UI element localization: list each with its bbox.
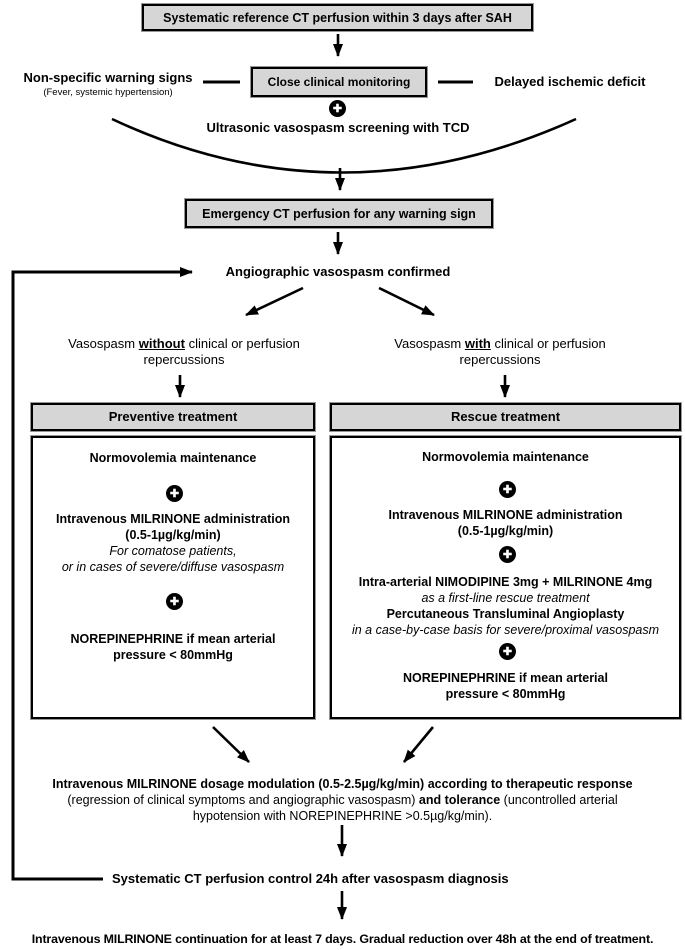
ischemic-deficit-label: Delayed ischemic deficit bbox=[494, 74, 646, 89]
preventive-normovolemia: Normovolemia maintenance bbox=[89, 451, 257, 465]
continuation-label: Intravenous MILRINONE continuation for a… bbox=[31, 932, 654, 946]
modulation-line1: Intravenous MILRINONE dosage modulation … bbox=[52, 777, 633, 791]
modulation-paragraph: Intravenous MILRINONE dosage modulation … bbox=[0, 776, 685, 824]
preventive-norepinephrine2: pressure < 80mmHg bbox=[113, 648, 233, 662]
ct-control-label: Systematic CT perfusion control 24h afte… bbox=[112, 871, 509, 886]
rescue-note1: as a first-line rescue treatment bbox=[421, 591, 590, 605]
feedback-loop-line bbox=[11, 267, 193, 881]
reference-ct-label: Systematic reference CT perfusion within… bbox=[163, 10, 512, 25]
branch-without-suffix: clinical or perfusion bbox=[184, 336, 300, 351]
emergency-ct-box: Emergency CT perfusion for any warning s… bbox=[185, 199, 493, 228]
branch-without-line1: Vasospasm without clinical or perfusion bbox=[68, 336, 300, 352]
modulation-line2-bold: and tolerance bbox=[418, 793, 501, 807]
branch-without-prefix: Vasospasm bbox=[68, 336, 139, 351]
rescue-norepinephrine1: NOREPINEPHRINE if mean arterial bbox=[403, 671, 608, 685]
branch-without-line2: repercussions bbox=[143, 352, 225, 367]
monitoring-box: Close clinical monitoring bbox=[251, 67, 427, 97]
plus-icon: ✚ bbox=[329, 100, 346, 117]
preventive-header: Preventive treatment bbox=[31, 403, 315, 431]
modulation-line2-regular1: (regression of clinical symptoms and ang… bbox=[67, 793, 419, 807]
emergency-ct-label: Emergency CT perfusion for any warning s… bbox=[202, 206, 476, 221]
branch-without-label: Vasospasm without clinical or perfusion … bbox=[68, 336, 300, 368]
vasospasm-confirmed-label: Angiographic vasospasm confirmed bbox=[225, 264, 451, 279]
plus-icon: ✚ bbox=[499, 643, 516, 660]
preventive-title: Preventive treatment bbox=[108, 409, 238, 424]
rescue-norepinephrine2: pressure < 80mmHg bbox=[445, 687, 566, 701]
branch-with-line2: repercussions bbox=[459, 352, 541, 367]
preventive-dose: (0.5-1µg/kg/min) bbox=[125, 528, 221, 542]
plus-icon: ✚ bbox=[499, 546, 516, 563]
arrow-confirmed-to-left-branch bbox=[245, 286, 304, 317]
rescue-dose: (0.5-1µg/kg/min) bbox=[457, 524, 554, 538]
branch-with-keyword: with bbox=[464, 336, 491, 351]
branch-with-label: Vasospasm with clinical or perfusion rep… bbox=[394, 336, 605, 368]
preventive-note2: or in cases of severe/diffuse vasospasm bbox=[61, 560, 285, 574]
modulation-line2: (regression of clinical symptoms and ang… bbox=[0, 792, 685, 808]
reference-ct-box: Systematic reference CT perfusion within… bbox=[142, 4, 533, 31]
branch-with-suffix: clinical or perfusion bbox=[490, 336, 606, 351]
plus-icon: ✚ bbox=[499, 481, 516, 498]
screening-arc bbox=[111, 117, 577, 174]
rescue-title: Rescue treatment bbox=[450, 409, 561, 424]
rescue-angioplasty: Percutaneous Transluminal Angioplasty bbox=[386, 607, 625, 621]
rescue-milrinone: Intravenous MILRINONE administration bbox=[388, 508, 623, 522]
warning-signs-label: Non-specific warning signs bbox=[23, 70, 193, 85]
tcd-screening-label: Ultrasonic vasospasm screening with TCD bbox=[206, 120, 470, 135]
rescue-note2: in a case-by-case basis for severe/proxi… bbox=[351, 623, 660, 637]
preventive-milrinone: Intravenous MILRINONE administration bbox=[55, 512, 291, 526]
modulation-line3: hypotension with NOREPINEPHRINE >0.5µg/k… bbox=[192, 809, 493, 823]
rescue-normovolemia: Normovolemia maintenance bbox=[422, 450, 589, 464]
preventive-body: Normovolemia maintenance ✚ Intravenous M… bbox=[31, 436, 315, 719]
branch-with-line1: Vasospasm with clinical or perfusion bbox=[394, 336, 605, 352]
arrow-confirmed-to-right-branch bbox=[378, 286, 435, 317]
arrow-preventive-to-modulation bbox=[212, 726, 250, 763]
plus-icon: ✚ bbox=[166, 593, 183, 610]
modulation-line2-regular2: (uncontrolled arterial bbox=[500, 793, 618, 807]
rescue-body: Normovolemia maintenance ✚ Intravenous M… bbox=[330, 436, 681, 719]
rescue-header: Rescue treatment bbox=[330, 403, 681, 431]
rescue-intraarterial: Intra-arterial NIMODIPINE 3mg + MILRINON… bbox=[358, 575, 653, 589]
preventive-note1: For comatose patients, bbox=[109, 544, 237, 558]
branch-with-prefix: Vasospasm bbox=[394, 336, 465, 351]
branch-without-keyword: without bbox=[138, 336, 185, 351]
preventive-norepinephrine1: NOREPINEPHRINE if mean arterial bbox=[70, 632, 276, 646]
warning-signs-sublabel: (Fever, systemic hypertension) bbox=[43, 87, 173, 98]
arrow-rescue-to-modulation bbox=[402, 726, 435, 763]
monitoring-label: Close clinical monitoring bbox=[267, 74, 411, 89]
plus-icon: ✚ bbox=[166, 485, 183, 502]
